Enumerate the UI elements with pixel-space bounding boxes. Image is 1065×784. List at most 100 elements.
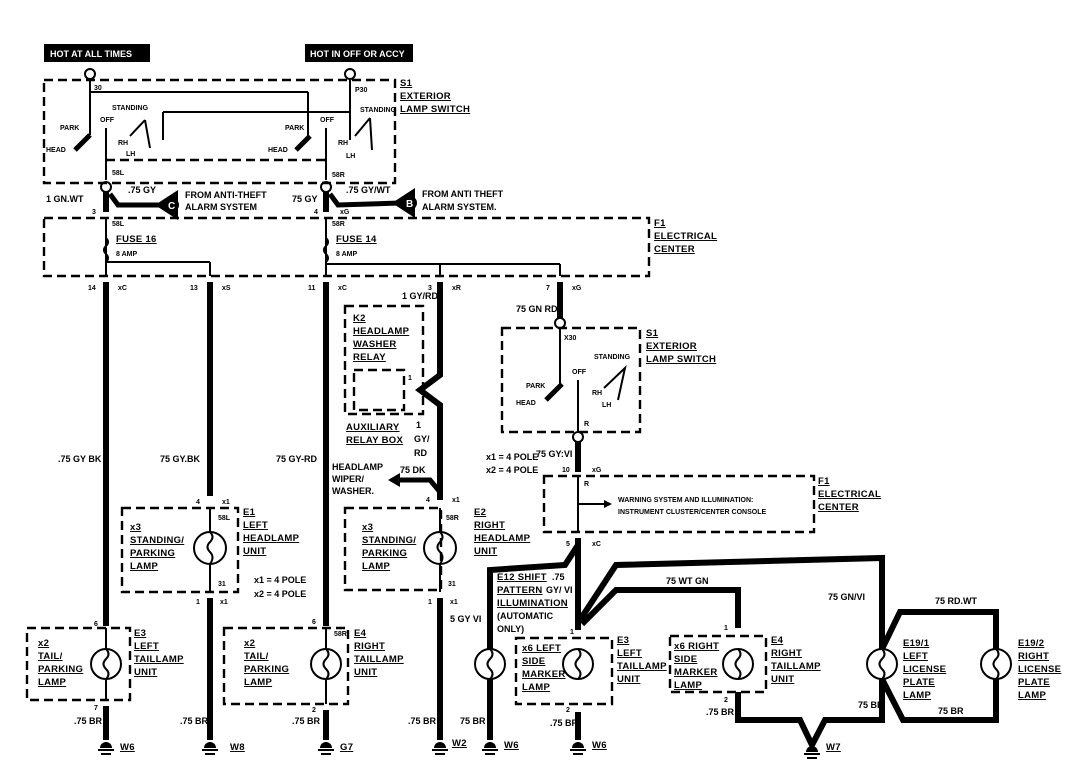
- connector-letter: C: [168, 201, 175, 212]
- component-name: LEFT: [134, 641, 159, 652]
- lamp-name: STANDING/: [130, 535, 184, 546]
- e4-right-side-marker: 75 WT GN 1 x6 RIGHT SIDE MARKER LAMP E4 …: [666, 576, 821, 704]
- component-name: UNIT: [134, 667, 157, 678]
- component-name: LEFT: [617, 648, 642, 659]
- component-name: ONLY): [497, 624, 524, 634]
- source-label: FROM ANTI THEFT: [422, 189, 504, 199]
- sub-id: x3: [130, 522, 141, 533]
- wire-label: 75 DK: [400, 465, 426, 475]
- connector-label: xC: [592, 541, 601, 548]
- wire-label: .75 BR: [550, 718, 579, 728]
- ground-id: W6: [592, 740, 607, 751]
- pole-note: x2 = 4 POLE: [254, 589, 306, 599]
- terminal-label: R: [584, 481, 589, 488]
- wire-label: .75 BR: [408, 716, 437, 726]
- pin-label: 4: [426, 497, 430, 504]
- ground-icon: [572, 742, 584, 748]
- lamp-name: PARKING: [362, 548, 407, 559]
- component-name: EXTERIOR: [400, 91, 451, 102]
- component-name: UNIT: [617, 674, 640, 685]
- ground-id: W8: [230, 742, 245, 753]
- pin-label: 3: [428, 285, 432, 292]
- wire-label: .75 BR: [292, 716, 321, 726]
- component-id: F1: [818, 476, 830, 487]
- lamp-name: LAMP: [362, 561, 390, 572]
- connector-label: xG: [340, 209, 350, 216]
- component-name: PLATE: [903, 677, 935, 688]
- terminal-label: 58R: [332, 221, 345, 228]
- ground-w8: .75 BR W8: [180, 716, 245, 755]
- lamp-name: TAIL/: [38, 651, 63, 662]
- lamp-name: LAMP: [130, 561, 158, 572]
- component-name: TAILLAMP: [771, 661, 821, 672]
- electrical-center-lower: R WARNING SYSTEM AND ILLUMINATION: INSTR…: [542, 474, 881, 534]
- component-name: LEFT: [243, 520, 268, 531]
- terminal-label: 30: [94, 85, 102, 92]
- exterior-lamp-switch-lower: X30 PARK HEAD OFF RH LH STANDING R S1 EX…: [500, 317, 716, 434]
- sub-id: x6 RIGHT: [674, 641, 719, 652]
- anti-theft-b: B .75 GY/WT FROM ANTI THEFT ALARM SYSTEM…: [327, 185, 504, 218]
- ground-icon: [806, 746, 818, 752]
- lamp-name: STANDING/: [362, 535, 416, 546]
- wire-75-br-right: [879, 677, 999, 723]
- lamp-bulb-icon: [866, 648, 898, 680]
- wire-label: 1: [416, 420, 421, 430]
- pin-label: 1: [570, 629, 574, 636]
- component-id: E4: [354, 628, 367, 639]
- e12-shift-pattern-illumination: E12 SHIFT PATTERN ILLUMINATION (AUTOMATI…: [474, 572, 573, 680]
- ground-w6-2: 75 BR W6: [460, 716, 519, 755]
- ground-id: W6: [504, 740, 519, 751]
- component-name: LICENSE: [903, 664, 946, 675]
- source-label: ALARM SYSTEM: [185, 202, 257, 212]
- connector-label: x1: [220, 599, 228, 606]
- wire-label: 1 GN.WT: [46, 194, 84, 204]
- pin-label: 3: [92, 209, 96, 216]
- terminal-label: 31: [218, 581, 226, 588]
- connector-label: x1: [452, 497, 460, 504]
- pin-label: 2: [312, 707, 316, 714]
- e4-right-taillamp-unit: 6 58R x2 TAIL/ PARKING LAMP E4 RIGHT TAI…: [222, 619, 404, 714]
- e3-left-taillamp-unit: 6 x2 TAIL/ PARKING LAMP E3 LEFT TAILLAMP…: [25, 621, 184, 712]
- component-name: (AUTOMATIC: [497, 611, 554, 621]
- ground-w6-1: .75 BR W6: [74, 716, 135, 755]
- ground-icon: [434, 742, 446, 748]
- lamp-bulb-icon: [722, 648, 754, 680]
- component-name: CENTER: [818, 502, 859, 513]
- standing-label: STANDING: [360, 107, 397, 114]
- component-name: ILLUMINATION: [497, 598, 568, 609]
- component-name: RIGHT: [354, 641, 385, 652]
- wire-label: 75 GN/VI: [828, 592, 865, 602]
- ground-icon: [204, 742, 216, 748]
- wiper-label: WIPER/: [332, 474, 365, 484]
- component-name: TAILLAMP: [354, 654, 404, 665]
- pin-label: 6: [94, 621, 98, 628]
- lamp-name: LAMP: [244, 677, 272, 688]
- terminal-label: P30: [355, 87, 368, 94]
- wire-label: 75 GY: [292, 194, 318, 204]
- component-name: LAMP: [1018, 690, 1046, 701]
- lamp-bulb-icon: [90, 648, 122, 680]
- wire-label: 75 BR: [938, 706, 964, 716]
- connector-label: x1: [222, 499, 230, 506]
- lamp-name: SIDE: [522, 656, 545, 667]
- header-hot-at-all-times: HOT AT ALL TIMES: [44, 44, 150, 62]
- lamp-bulb-icon: [193, 531, 227, 565]
- wire-label: GY/ VI: [546, 585, 573, 595]
- component-id: E2: [474, 507, 486, 518]
- off-label: OFF: [100, 117, 115, 124]
- component-id: K2: [353, 313, 366, 324]
- component-name: LAMP SWITCH: [400, 104, 470, 115]
- connector-letter: B: [406, 199, 413, 210]
- component-name: ELECTRICAL: [654, 231, 717, 242]
- sub-id: x3: [362, 522, 373, 533]
- head-label: HEAD: [516, 400, 536, 407]
- lamp-name: LAMP: [38, 677, 66, 688]
- rh-label: RH: [592, 390, 602, 397]
- lamp-name: LAMP: [674, 680, 702, 691]
- source-label: FROM ANTI-THEFT: [185, 190, 267, 200]
- wire-label: 75 GY.BK: [160, 454, 201, 464]
- terminal-label: X30: [564, 335, 577, 342]
- wire-label: 75 BR: [460, 716, 486, 726]
- pin-label: 4: [314, 209, 318, 216]
- head-label: HEAD: [268, 147, 288, 154]
